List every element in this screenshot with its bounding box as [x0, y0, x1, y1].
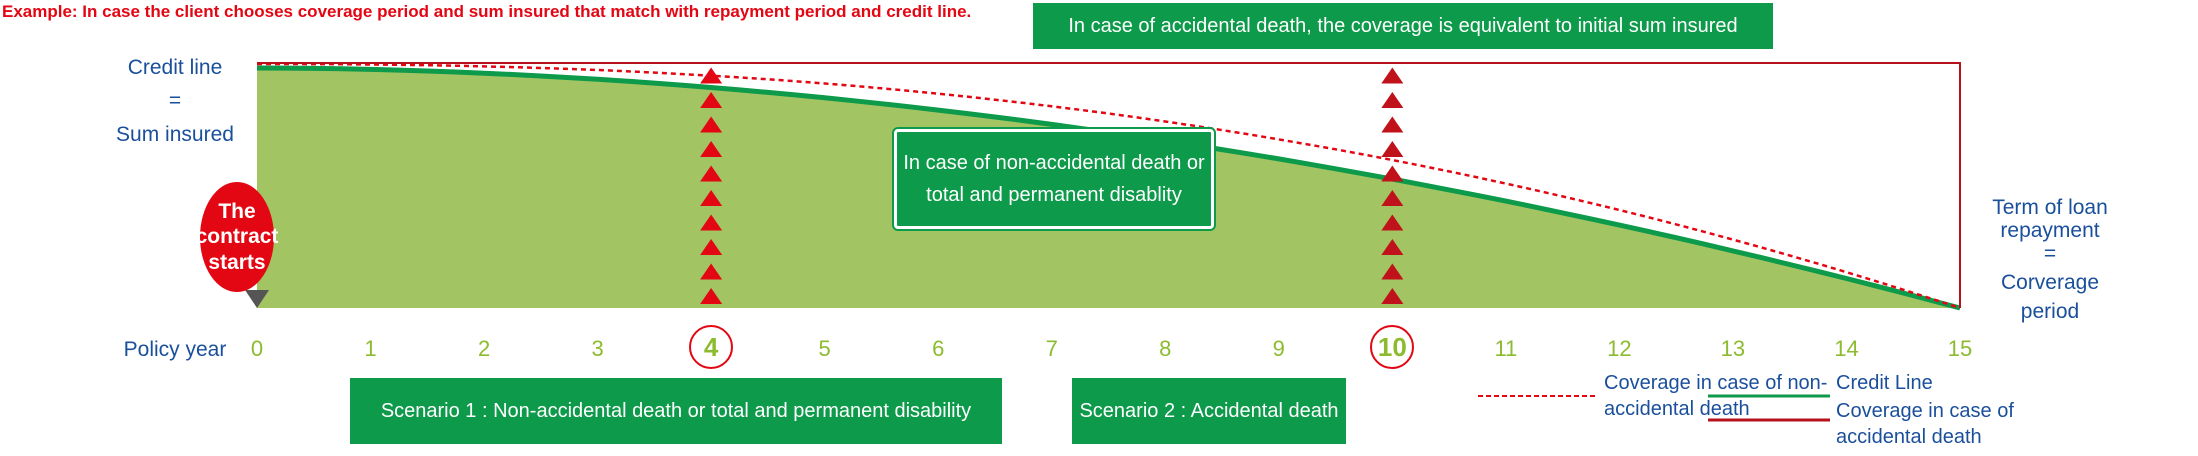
- policy-year-tick: 14: [1834, 336, 1859, 361]
- up-arrow-icon: [1381, 214, 1404, 231]
- policy-year-tick: 3: [591, 336, 604, 361]
- up-arrow-icon: [700, 263, 723, 280]
- up-arrow-icon: [1381, 263, 1404, 280]
- term-text-1: Term of loan: [1992, 196, 2108, 219]
- up-arrow-icon: [1381, 116, 1404, 133]
- up-arrow-icon: [1381, 141, 1404, 157]
- up-arrow-icon: [1381, 239, 1404, 255]
- policy-year-highlight: 4: [689, 325, 734, 369]
- scenario2-box: Scenario 2 : Accidental death: [1072, 378, 1346, 444]
- up-arrow-icon: [700, 116, 723, 133]
- policy-year-tick: 6: [932, 336, 945, 361]
- up-arrow-icon: [1381, 288, 1404, 304]
- up-arrow-icon: [700, 165, 723, 182]
- up-arrow-icon: [700, 190, 723, 206]
- policy-year-tick: 15: [1947, 336, 1973, 361]
- sum-insured-text: Sum insured: [116, 122, 234, 146]
- policy-year-tick: 13: [1720, 336, 1746, 361]
- policy-year-tick: 11: [1494, 336, 1518, 361]
- credit-line-text: Credit line: [127, 56, 223, 79]
- policy-year-tick: 0: [250, 336, 264, 361]
- period-text: period: [2020, 300, 2080, 324]
- up-arrow-icon: [1381, 190, 1404, 206]
- credit-line-label: Credit line = Sum insured: [100, 54, 250, 148]
- policy-year-tick: 2: [477, 336, 491, 361]
- policy-year-tick: 9: [1272, 336, 1285, 361]
- up-arrow-icon: [700, 92, 723, 108]
- up-arrow-icon: [700, 141, 723, 157]
- contract-start-badge: The contract starts: [196, 182, 278, 292]
- scenario1-box: Scenario 1 : Non-accidental death or tot…: [350, 378, 1002, 444]
- up-arrow-icon: [700, 288, 723, 304]
- start-pointer: [245, 290, 269, 308]
- scenario2-arrows: [1381, 67, 1404, 304]
- policy-year-tick: 8: [1159, 336, 1172, 361]
- term-text-2: repayment: [2000, 219, 2100, 243]
- policy-year-tick: 7: [1045, 336, 1058, 361]
- policy-year-highlight: 10: [1370, 325, 1415, 369]
- up-arrow-icon: [700, 239, 723, 255]
- up-arrow-icon: [1381, 92, 1404, 108]
- up-arrow-icon: [1381, 67, 1404, 84]
- equals-text: =: [2043, 242, 2057, 266]
- policy-year-tick: 5: [818, 336, 831, 361]
- policy-year-label: Policy year: [123, 338, 227, 361]
- legend-red-label: Coverage in case of accidental death: [1836, 400, 2014, 448]
- accidental-coverage-line: [257, 62, 1961, 308]
- up-arrow-icon: [700, 67, 723, 84]
- equals-text: =: [168, 89, 182, 113]
- up-arrow-icon: [1381, 165, 1404, 182]
- non-accidental-coverage-curve: [257, 62, 1961, 310]
- coverage-text: Corverage: [2000, 271, 2100, 295]
- scenario1-arrows: [700, 67, 723, 304]
- accidental-death-callout: In case of accidental death, the coverag…: [1033, 3, 1773, 49]
- up-arrow-icon: [700, 214, 723, 231]
- legend-dashed-red-label: Coverage in case of non-accidental death: [1604, 372, 1828, 420]
- policy-year-tick: 1: [364, 336, 377, 361]
- legend-green-label: Credit Line: [1836, 372, 1933, 394]
- non-accidental-death-callout: In case of non-accidental death or total…: [894, 129, 1214, 229]
- policy-year-tick: 12: [1607, 336, 1632, 361]
- term-label: Term of loan repayment = Corverage perio…: [1980, 196, 2120, 323]
- example-title: Example: In case the client chooses cove…: [2, 2, 972, 21]
